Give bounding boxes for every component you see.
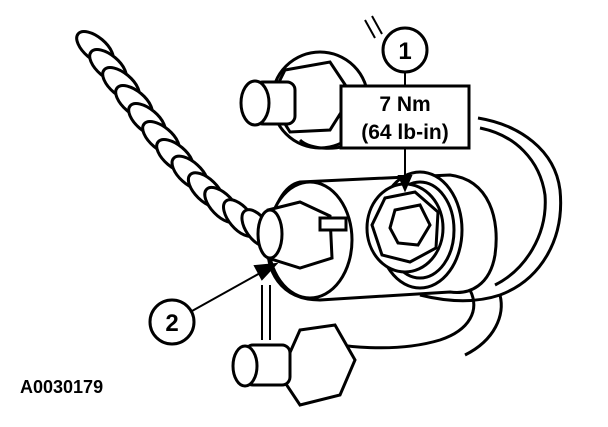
torque-spec-box: 7 Nm (64 lb-in) (339, 84, 471, 150)
callout-1-number: 1 (398, 38, 411, 65)
lower-stud-nut (231, 323, 357, 407)
figure-id: A0030179 (20, 377, 103, 397)
hatch-marks-upper (364, 15, 383, 39)
callout-1: 1 (381, 26, 429, 86)
torque-value-metric: 7 Nm (379, 93, 430, 116)
callout-2: 2 (148, 298, 196, 346)
retaining-bolt (365, 182, 445, 274)
leader-arrow-1 (397, 148, 413, 193)
cable-connector (256, 200, 348, 270)
hatch-marks-lower (261, 285, 271, 340)
torque-value-imperial: (64 lb-in) (361, 121, 449, 144)
callout-2-number: 2 (165, 310, 178, 337)
corrugated-cable (75, 30, 274, 248)
leader-arrow-2 (191, 262, 279, 312)
